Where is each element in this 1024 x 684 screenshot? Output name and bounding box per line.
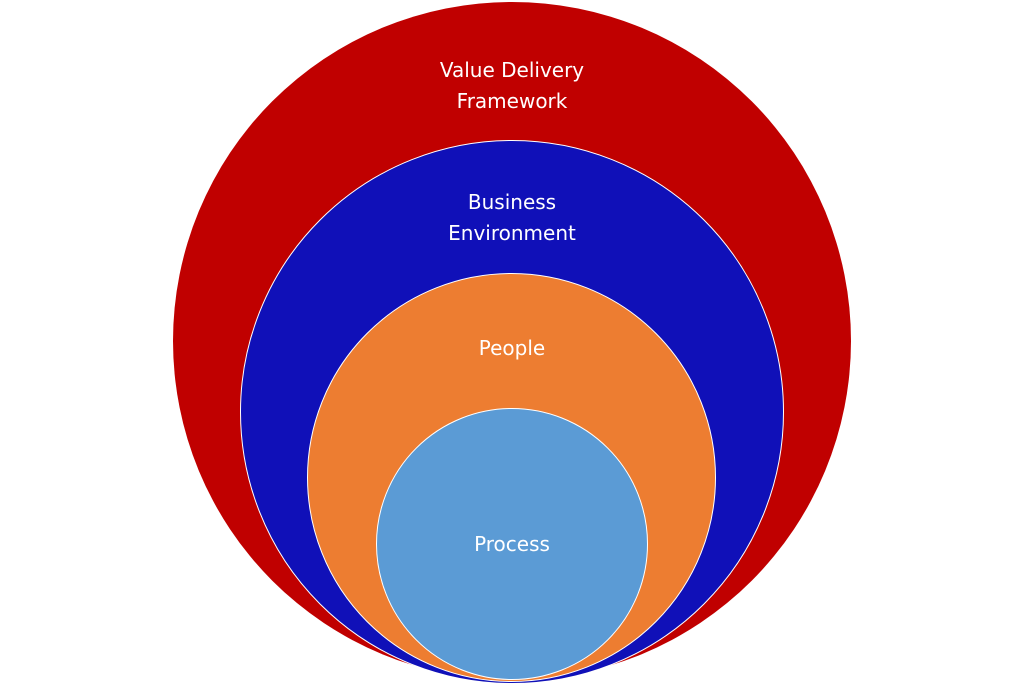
circle-process <box>376 408 648 680</box>
label-line: Framework <box>456 89 568 113</box>
label-line: Environment <box>448 221 576 245</box>
label-people: People <box>0 333 1024 364</box>
label-process: Process <box>0 529 1024 560</box>
label-line: Business <box>467 190 557 214</box>
label-line: Value Delivery <box>439 58 585 82</box>
label-line: Process <box>474 532 550 556</box>
label-value-delivery-framework: Value Delivery Framework <box>0 55 1024 117</box>
label-business-environment: Business Environment <box>0 187 1024 249</box>
label-line: People <box>478 336 546 360</box>
